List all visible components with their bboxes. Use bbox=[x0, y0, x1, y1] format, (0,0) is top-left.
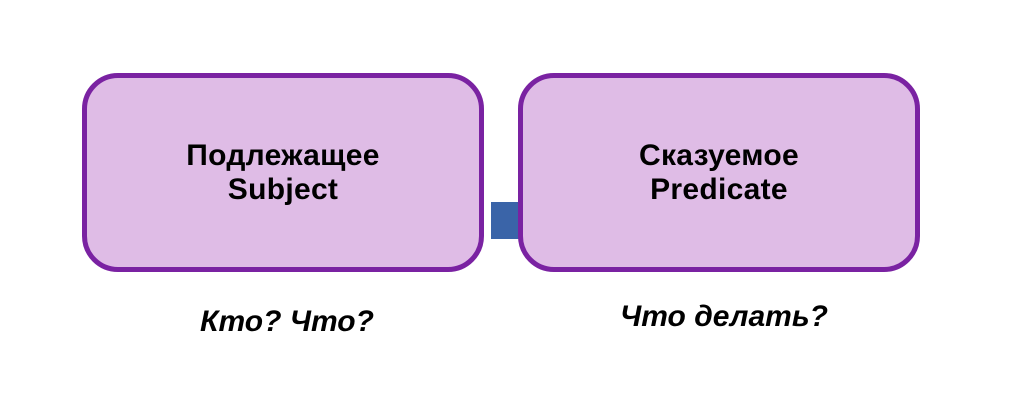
subject-question-caption: Кто? Что? bbox=[200, 305, 374, 338]
predicate-box: Сказуемое Predicate bbox=[518, 73, 920, 272]
subject-label-english: Subject bbox=[227, 172, 339, 206]
predicate-label-russian: Сказуемое bbox=[639, 138, 799, 172]
connector-bar bbox=[491, 202, 519, 239]
predicate-question-caption: Что делать? bbox=[620, 300, 828, 333]
subject-box: Подлежащее Subject bbox=[82, 73, 484, 272]
subject-label-russian: Подлежащее bbox=[186, 138, 380, 172]
predicate-label-english: Predicate bbox=[650, 172, 788, 206]
